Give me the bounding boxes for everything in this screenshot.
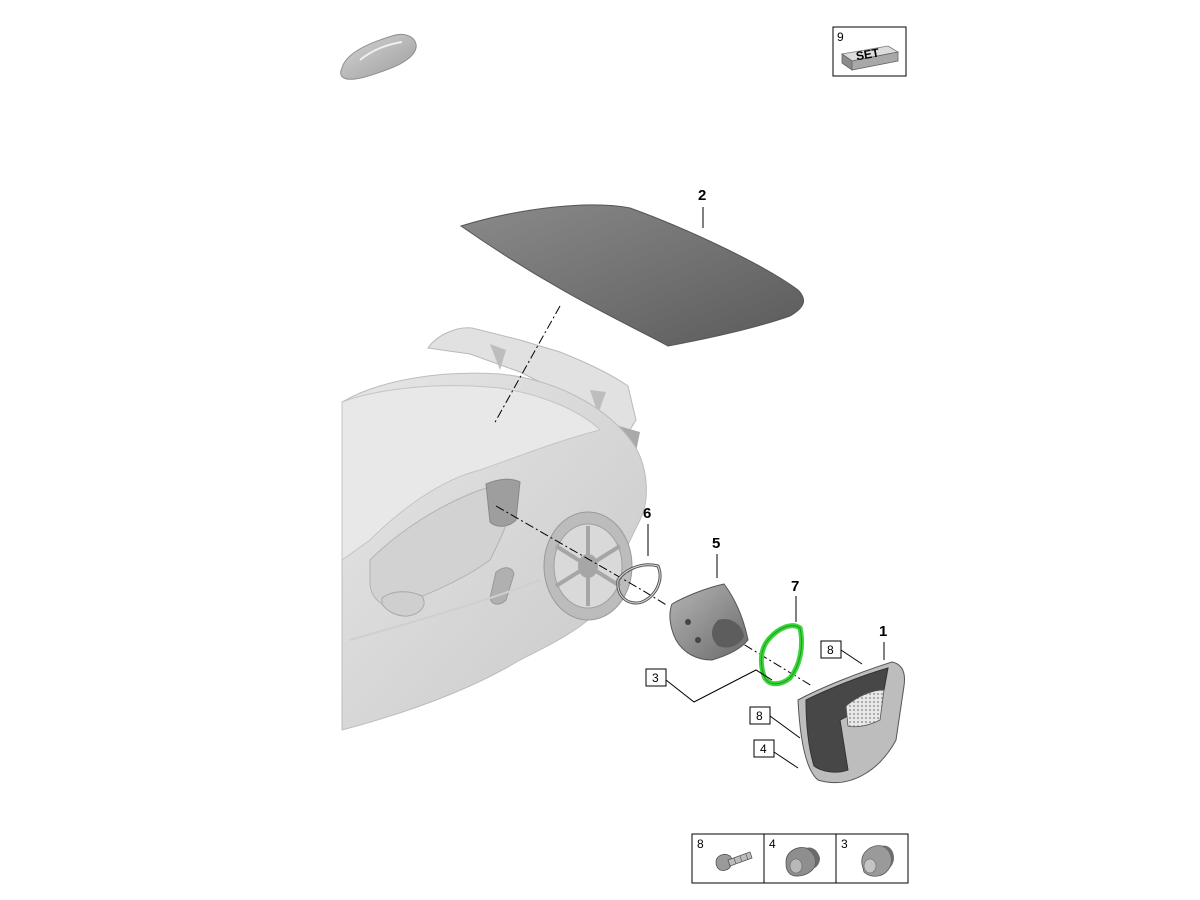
svg-text:8: 8 [756, 709, 763, 723]
car-body [341, 327, 647, 731]
clip-nut-icon [785, 847, 820, 877]
callout-6: 6 [643, 505, 651, 556]
window-assembly-line [493, 305, 561, 425]
air-duct-part [669, 583, 749, 661]
callout-7: 7 [791, 578, 799, 622]
table-cell-number-2: 4 [769, 837, 776, 851]
boxed-callout-8-top: 8 [820, 640, 863, 665]
gasket-ring-part [616, 563, 662, 605]
boxed-callout-8-mid: 8 [749, 706, 801, 739]
callout-5: 5 [712, 535, 720, 578]
highlighted-seal-part [758, 623, 805, 687]
callout-1: 1 [879, 623, 887, 660]
svg-text:7: 7 [791, 578, 799, 595]
set-block-icon: SET [840, 45, 900, 71]
car-thumbnail-icon [340, 33, 417, 80]
boxed-callout-3: 3 [645, 668, 773, 703]
boxed-callout-4: 4 [753, 739, 799, 769]
fasteners-table: 8 4 3 [691, 833, 909, 884]
set-kit-number: 9 [837, 30, 844, 44]
svg-text:1: 1 [879, 623, 887, 640]
set-kit-box: 9 SET [832, 26, 907, 77]
svg-text:4: 4 [760, 742, 767, 756]
table-cell-number-1: 8 [697, 837, 704, 851]
push-clip-icon [861, 845, 894, 877]
intake-assembly-line [495, 505, 669, 607]
intake-assembly-line-2 [729, 635, 813, 687]
svg-text:3: 3 [652, 671, 659, 685]
svg-text:6: 6 [643, 505, 651, 522]
side-intake-grille-part [797, 661, 905, 784]
svg-text:5: 5 [712, 535, 720, 552]
svg-text:2: 2 [698, 187, 706, 204]
screw-icon [715, 851, 753, 871]
rear-window-part [459, 204, 805, 347]
callout-2: 2 [698, 187, 706, 228]
svg-text:8: 8 [827, 643, 834, 657]
set-label: SET [855, 45, 881, 63]
table-cell-number-3: 3 [841, 837, 848, 851]
